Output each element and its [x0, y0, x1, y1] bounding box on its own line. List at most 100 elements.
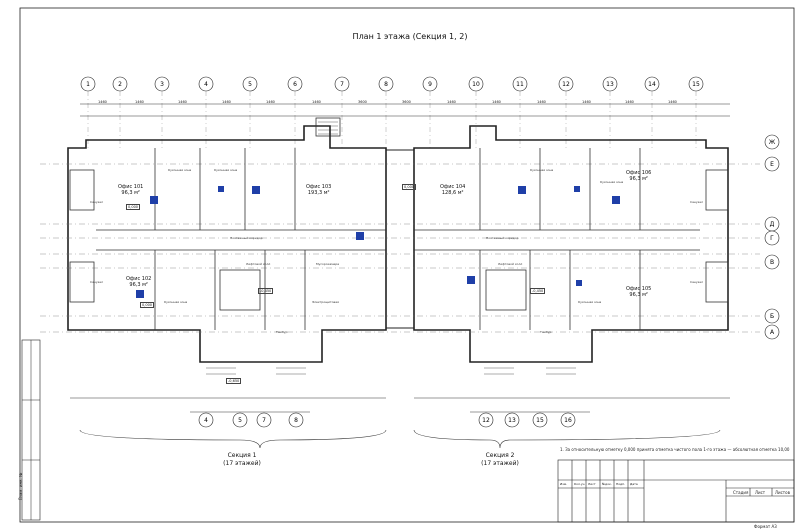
room-label-kitchen: Кухонная зона	[168, 168, 192, 172]
drawing-title: План 1 этажа (Секция 1, 2)	[352, 32, 468, 41]
axis-bottom-left-7-label: 7	[262, 417, 266, 424]
stamp-column-header: Лист	[588, 482, 596, 486]
dimension-top: 1460	[582, 100, 591, 104]
axis-bottom-left-8-bubble	[288, 412, 304, 428]
axis-top-5-label: 5	[248, 81, 252, 88]
office-5-area: 96,3 м²	[629, 292, 648, 298]
office-6-area: 96,3 м²	[629, 176, 648, 182]
elevation-mark: 0,000	[126, 204, 141, 210]
section-1-name: Секция 1	[227, 452, 257, 459]
axis-bottom-right-13-bubble	[504, 412, 520, 428]
office-3-area: 193,3 м²	[307, 190, 330, 196]
stamp-sheets: Листов	[775, 490, 790, 495]
stamp-stage: Стадия	[733, 490, 749, 495]
office-4-area: 128,6 м²	[441, 190, 464, 196]
section-2-floors: (17 этажей)	[481, 460, 519, 467]
office-5-name: Офис 105	[626, 286, 652, 292]
dimension-top: 1460	[312, 100, 321, 104]
dimension-top: 3600	[358, 100, 367, 104]
axis-bottom-left-4-label: 4	[204, 417, 208, 424]
room-label-kitchen: Кухонная зона	[530, 168, 554, 172]
axis-top-3-label: 3	[160, 81, 164, 88]
room-label-kitchen: Кухонная зона	[214, 168, 238, 172]
axis-top-11-label: 11	[516, 81, 524, 88]
dimension-top: 1460	[668, 100, 677, 104]
section-1-label: Секция 1 (17 этажей)	[212, 452, 272, 468]
axis-bottom-left-4-bubble	[198, 412, 214, 428]
axis-bottom-left-8-label: 8	[294, 417, 298, 424]
elevation-mark: -0,450	[530, 288, 546, 294]
room-label-corridor: Поэтажный коридор	[486, 236, 519, 240]
side-stamp-text: Взам. инв. №	[18, 472, 23, 500]
room-label-kitchen: Кухонная зона	[600, 180, 624, 184]
axis-bottom-right-12-label: 12	[482, 417, 490, 424]
section-2-name: Секция 2	[485, 452, 515, 459]
room-label-wc: Санузел	[90, 280, 104, 284]
axis-side-Г-bubble	[764, 230, 780, 246]
axis-bottom-right-13-label: 13	[508, 417, 516, 424]
dimension-top: 1460	[178, 100, 187, 104]
room-label-lobby: Лифтовой холл	[246, 262, 271, 266]
axis-side-Ж-bubble	[764, 134, 780, 150]
office-6-name: Офис 106	[626, 170, 652, 176]
axis-bottom-left-5-label: 5	[238, 417, 242, 424]
axis-top-15-label: 15	[692, 81, 700, 88]
room-label-wc: Санузел	[690, 200, 704, 204]
axis-side-Д-label: Д	[770, 221, 775, 228]
room-label-lobby: Лифтовой холл	[498, 262, 523, 266]
section-2-brace	[413, 429, 721, 449]
equipment-marks	[136, 186, 620, 298]
section-1-floors: (17 этажей)	[223, 460, 261, 467]
room-label-wc: Санузел	[690, 280, 704, 284]
axis-top-12-label: 12	[562, 81, 570, 88]
dimension-top: 1460	[537, 100, 546, 104]
axis-top-2-label: 2	[118, 81, 122, 88]
room-label-wc: Санузел	[90, 200, 104, 204]
dimension-top: 1460	[135, 100, 144, 104]
axis-bottom-right-15-bubble	[532, 412, 548, 428]
office-2-name: Офис 102	[126, 276, 152, 282]
dimension-top: 3600	[402, 100, 411, 104]
stamp-column-header: Подп.	[616, 482, 626, 486]
dimension-top: 1460	[492, 100, 501, 104]
office-1-name: Офис 101	[118, 184, 144, 190]
axis-top-1-label: 1	[86, 81, 90, 88]
axis-side-В-bubble	[764, 254, 780, 270]
axis-bottom-right-16-bubble	[560, 412, 576, 428]
stamp-format: Формат А3	[754, 524, 777, 529]
dimension-top: 1460	[222, 100, 231, 104]
axis-side-Ж-label: Ж	[769, 139, 776, 146]
axis-top-7-label: 7	[340, 81, 344, 88]
room-label-tambour: Тамбур	[276, 330, 288, 334]
sheet-frame	[19, 7, 795, 523]
dimension-top: 1460	[625, 100, 634, 104]
room-label-corridor: Поэтажный коридор	[230, 236, 263, 240]
elevation-mark: -0,650	[226, 378, 242, 384]
axis-top-9-label: 9	[428, 81, 432, 88]
axis-side-А-bubble	[764, 324, 780, 340]
axis-top-14-label: 14	[648, 81, 656, 88]
office-3-name: Офис 103	[306, 184, 332, 190]
room-label-kitchen: Кухонная зона	[578, 300, 602, 304]
room-label-tech: Мусорокамера	[316, 262, 340, 266]
axis-side-А-label: А	[770, 329, 775, 336]
axis-side-В-label: В	[770, 259, 774, 266]
axis-side-Б-bubble	[764, 308, 780, 324]
axis-side-Е-label: Е	[770, 161, 774, 168]
elevation-mark: -0,450	[258, 288, 274, 294]
elevation-mark: 0,000	[402, 184, 417, 190]
office-4-name: Офис 104	[440, 184, 466, 190]
axis-top-8-label: 8	[384, 81, 388, 88]
axis-bottom-left-7-bubble	[256, 412, 272, 428]
axis-top-13-label: 13	[606, 81, 614, 88]
axis-side-Б-label: Б	[770, 313, 774, 320]
dimension-top: 1460	[266, 100, 275, 104]
axis-bottom-right-16-label: 16	[564, 417, 572, 424]
